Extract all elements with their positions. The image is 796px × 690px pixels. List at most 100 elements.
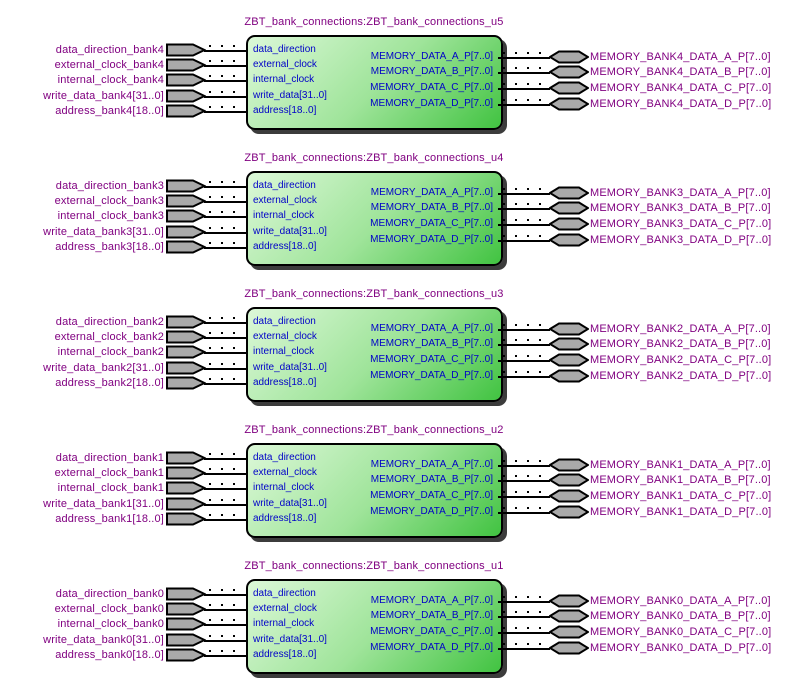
input-port-connector-icon[interactable] <box>166 617 206 631</box>
input-wire[interactable] <box>204 514 248 521</box>
input-port-connector-icon[interactable] <box>166 497 206 511</box>
input-port-connector-icon[interactable] <box>166 89 206 103</box>
output-wire[interactable] <box>498 611 550 618</box>
input-wire[interactable] <box>204 181 248 188</box>
input-port-connector-icon[interactable] <box>166 194 206 208</box>
output-port-connector-icon[interactable] <box>549 458 589 472</box>
output-port-connector-icon[interactable] <box>549 641 589 655</box>
input-wire[interactable] <box>204 635 248 642</box>
input-port-connector-icon[interactable] <box>166 361 206 375</box>
input-wire[interactable] <box>204 378 248 385</box>
output-port-connector-icon[interactable] <box>549 186 589 200</box>
output-wire[interactable] <box>498 507 550 514</box>
output-port-connector-icon[interactable] <box>549 217 589 231</box>
input-wire[interactable] <box>204 347 248 354</box>
input-port-connector-icon[interactable] <box>166 58 206 72</box>
input-port-connector-icon[interactable] <box>166 481 206 495</box>
output-wire[interactable] <box>498 475 550 482</box>
input-wire[interactable] <box>204 332 248 339</box>
output-wire[interactable] <box>498 355 550 362</box>
input-port-connector-icon[interactable] <box>166 466 206 480</box>
input-wire[interactable] <box>204 453 248 460</box>
output-port-connector-icon[interactable] <box>549 322 589 336</box>
input-port-label: data_direction_bank2 <box>55 316 164 328</box>
input-wire[interactable] <box>204 619 248 626</box>
input-port-connector-icon[interactable] <box>166 315 206 329</box>
output-port-connector-icon[interactable] <box>549 353 589 367</box>
module-block[interactable] <box>246 443 503 538</box>
input-wire[interactable] <box>204 499 248 506</box>
output-wire[interactable] <box>498 491 550 498</box>
output-wire[interactable] <box>498 188 550 195</box>
output-port-connector-icon[interactable] <box>549 489 589 503</box>
input-wire[interactable] <box>204 106 248 113</box>
output-port-label: MEMORY_BANK4_DATA_A_P[7..0] <box>590 51 771 63</box>
output-port-connector-icon[interactable] <box>549 50 589 64</box>
input-port-connector-icon[interactable] <box>166 209 206 223</box>
output-port-connector-icon[interactable] <box>549 505 589 519</box>
input-wire[interactable] <box>204 91 248 98</box>
input-port-connector-icon[interactable] <box>166 104 206 118</box>
input-port-connector-icon[interactable] <box>166 376 206 390</box>
output-wire[interactable] <box>498 52 550 59</box>
output-wire[interactable] <box>498 627 550 634</box>
output-port-connector-icon[interactable] <box>549 81 589 95</box>
output-wire[interactable] <box>498 83 550 90</box>
input-port-connector-icon[interactable] <box>166 633 206 647</box>
input-port-connector-icon[interactable] <box>166 240 206 254</box>
output-port-connector-icon[interactable] <box>549 65 589 79</box>
output-wire[interactable] <box>498 99 550 106</box>
output-wire[interactable] <box>498 67 550 74</box>
input-port-connector-icon[interactable] <box>166 648 206 662</box>
input-port-connector-icon[interactable] <box>166 73 206 87</box>
output-wire[interactable] <box>498 460 550 467</box>
input-port-connector-icon[interactable] <box>166 330 206 344</box>
input-port-connector-icon[interactable] <box>166 43 206 57</box>
module-block[interactable] <box>246 579 503 674</box>
module-block[interactable] <box>246 171 503 266</box>
input-port-label: external_clock_bank4 <box>54 59 164 71</box>
output-wire[interactable] <box>498 219 550 226</box>
output-port-connector-icon[interactable] <box>549 625 589 639</box>
output-wire[interactable] <box>498 324 550 331</box>
input-wire[interactable] <box>204 363 248 370</box>
input-port-connector-icon[interactable] <box>166 345 206 359</box>
input-wire[interactable] <box>204 242 248 249</box>
input-port-connector-icon[interactable] <box>166 587 206 601</box>
output-wire[interactable] <box>498 371 550 378</box>
input-wire[interactable] <box>204 650 248 657</box>
input-wire[interactable] <box>204 317 248 324</box>
input-wire[interactable] <box>204 468 248 475</box>
input-wire[interactable] <box>204 604 248 611</box>
output-wire[interactable] <box>498 235 550 242</box>
output-wire[interactable] <box>498 203 550 210</box>
output-port-connector-icon[interactable] <box>549 369 589 383</box>
input-wire[interactable] <box>204 45 248 52</box>
output-port-connector-icon[interactable] <box>549 337 589 351</box>
output-wire[interactable] <box>498 596 550 603</box>
input-port-connector-icon[interactable] <box>166 602 206 616</box>
output-port-connector-icon[interactable] <box>549 594 589 608</box>
input-wire[interactable] <box>204 60 248 67</box>
output-wire[interactable] <box>498 643 550 650</box>
input-wire[interactable] <box>204 483 248 490</box>
output-port-connector-icon[interactable] <box>549 609 589 623</box>
input-port-connector-icon[interactable] <box>166 512 206 526</box>
input-port-connector-icon[interactable] <box>166 179 206 193</box>
module-block[interactable] <box>246 307 503 402</box>
input-wire[interactable] <box>204 589 248 596</box>
output-port-connector-icon[interactable] <box>549 201 589 215</box>
input-port-label: data_direction_bank4 <box>55 44 164 56</box>
block-output-pin-label: MEMORY_DATA_B_P[7..0] <box>370 610 493 621</box>
input-port-connector-icon[interactable] <box>166 451 206 465</box>
input-wire[interactable] <box>204 75 248 82</box>
input-port-connector-icon[interactable] <box>166 225 206 239</box>
input-wire[interactable] <box>204 227 248 234</box>
output-port-connector-icon[interactable] <box>549 473 589 487</box>
output-wire[interactable] <box>498 339 550 346</box>
output-port-connector-icon[interactable] <box>549 233 589 247</box>
input-wire[interactable] <box>204 196 248 203</box>
module-block[interactable] <box>246 35 503 130</box>
output-port-connector-icon[interactable] <box>549 97 589 111</box>
input-wire[interactable] <box>204 211 248 218</box>
